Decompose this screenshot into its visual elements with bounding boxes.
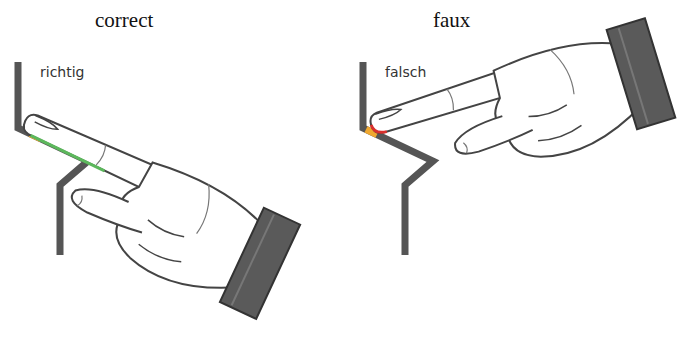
caption-correct: correct bbox=[95, 8, 153, 33]
hand-correct bbox=[0, 101, 300, 321]
panel-label: falsch bbox=[385, 64, 426, 80]
wall-right bbox=[363, 62, 433, 255]
panel-label: richtig bbox=[40, 64, 84, 80]
caption-wrong: faux bbox=[433, 8, 470, 33]
hand-wrong bbox=[365, 18, 676, 206]
